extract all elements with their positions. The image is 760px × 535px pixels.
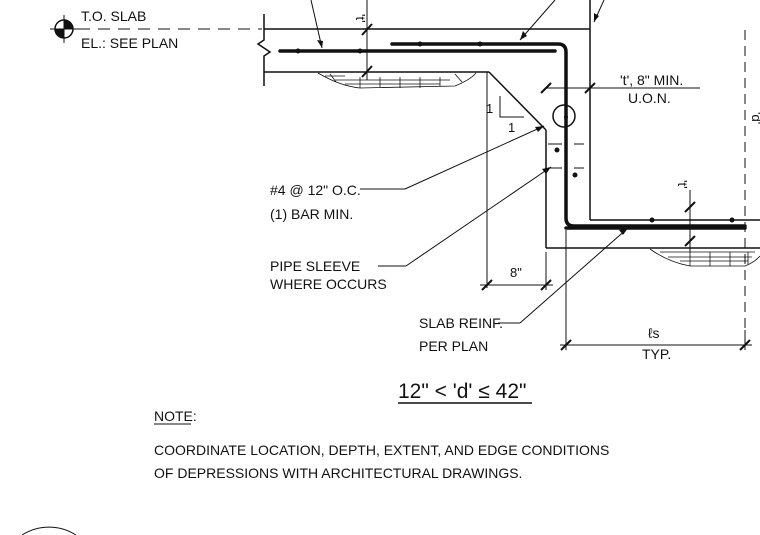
note-heading: NOTE: [154,408,197,424]
dimensions: 't' 't', 8" MIN. U.O.N. 'd' 't' 8" ℓs TY… [353,0,760,362]
bar-dot [554,147,560,153]
soil-hatch-upper [317,72,477,89]
bar-dot [357,48,363,54]
elevation-quadrant-lower [55,29,64,38]
slab-callout-line-1: SLAB REINF. [419,315,503,331]
note-line-1: COORDINATE LOCATION, DEPTH, EXTENT, AND … [154,442,609,458]
slab-callout-line-2: PER PLAN [419,338,488,354]
callouts: #4 @ 12" O.C. (1) BAR MIN. PIPE SLEEVE W… [270,182,503,354]
bars-callout-line-2: (1) BAR MIN. [270,206,353,222]
note-line-2: OF DEPRESSIONS WITH ARCHITECTURAL DRAWIN… [154,465,522,481]
detail-bubble-arc [21,526,77,535]
sleeve-callout-line-1: PIPE SLEEVE [270,258,360,274]
soil-hatch-lower [649,248,760,267]
note-block: NOTE: COORDINATE LOCATION, DEPTH, EXTENT… [154,408,609,481]
bar-dot [649,217,655,223]
bar-dot [295,48,301,54]
t-min-line-2: U.O.N. [628,90,671,106]
haunch-line [488,71,547,131]
elevation-marker: T.O. SLAB EL.: SEE PLAN [50,8,262,51]
bars-callout-line-1: #4 @ 12" O.C. [270,182,361,198]
bar-dot [417,41,423,47]
bar-dot [477,41,483,47]
elevation-quadrant-upper [64,20,73,29]
typ-label: TYP. [642,346,671,362]
reinforcement [278,41,747,230]
bar-dot [729,217,735,223]
sleeve-callout-line-2: WHERE OCCURS [270,276,387,292]
break-line [256,14,272,86]
pipe-sleeve-icon [552,104,576,128]
slope-symbol: 1 1 [486,96,524,135]
d-label: 'd' [749,112,760,124]
continuous-hooked-bar [390,42,747,228]
t-min-line-1: 't', 8" MIN. [620,72,683,88]
slope-rise-label: 1 [486,101,493,116]
detail-title-text: 12" < 'd' ≤ 42" [398,380,526,403]
slope-run-label: 1 [508,120,515,135]
leaders [310,0,629,324]
ls-label: ℓs [648,325,660,341]
eight-inch-label: 8" [510,265,522,280]
pipe-sleeve [552,104,576,128]
bar-dot [572,172,578,178]
detail-title: 12" < 'd' ≤ 42" [398,380,532,404]
elevation-line-2: EL.: SEE PLAN [81,35,178,51]
t-top-label: 't' [353,14,368,23]
elevation-line-1: T.O. SLAB [81,8,146,24]
t-mid-label: 't' [675,180,690,189]
